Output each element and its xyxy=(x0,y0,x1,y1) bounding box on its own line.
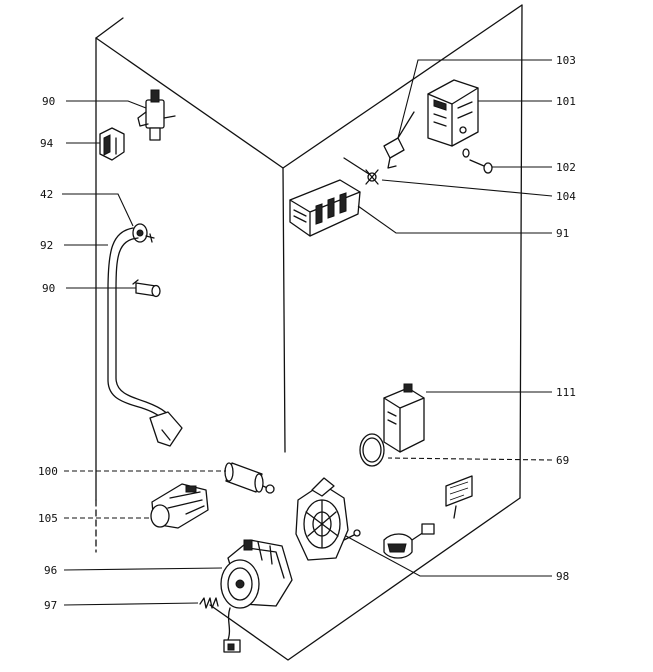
callout-100: 100 xyxy=(38,465,58,478)
callout-42: 42 xyxy=(40,188,53,201)
rating-label xyxy=(445,475,473,519)
callout-92: 92 xyxy=(40,239,53,252)
callout-69: 69 xyxy=(556,454,569,467)
diverter-motor-111 xyxy=(383,383,425,453)
callout-111: 111 xyxy=(556,386,576,399)
cylinder-90 xyxy=(132,279,161,298)
spring-97 xyxy=(199,597,219,609)
leader-104 xyxy=(381,179,553,197)
filter-housing-105 xyxy=(150,483,209,529)
leader-97 xyxy=(63,602,199,606)
callout-90-middle: 90 xyxy=(42,282,55,295)
shaft-104 xyxy=(343,157,379,185)
leader-98 xyxy=(345,535,552,577)
pressure-switch-90 xyxy=(137,89,176,141)
knob-102 xyxy=(462,148,493,174)
seal-ring-69 xyxy=(359,433,385,467)
callout-101: 101 xyxy=(556,95,576,108)
callout-105: 105 xyxy=(38,512,58,525)
callout-91: 91 xyxy=(556,227,569,240)
callout-labels: 90 94 42 92 90 100 105 96 97 103 101 102… xyxy=(38,54,576,612)
timer-101 xyxy=(427,79,479,147)
leader-90a xyxy=(66,100,147,109)
capacitor-100 xyxy=(224,462,275,494)
callout-90-top: 90 xyxy=(42,95,55,108)
leader-96 xyxy=(63,567,223,571)
cabinet-frame xyxy=(95,4,523,661)
callout-97: 97 xyxy=(44,599,57,612)
terminal-block-91 xyxy=(289,179,361,237)
pump-housing-98 xyxy=(295,477,361,561)
motor-assembly-96 xyxy=(220,539,293,653)
hose-92 xyxy=(107,227,183,447)
bracket-94 xyxy=(99,127,125,161)
leader-69 xyxy=(387,457,553,461)
callout-104: 104 xyxy=(556,190,576,203)
leader-91 xyxy=(357,205,552,234)
callout-103: 103 xyxy=(556,54,576,67)
fitting-42 xyxy=(132,223,155,243)
callout-94: 94 xyxy=(40,137,54,150)
callout-96: 96 xyxy=(44,564,57,577)
leader-103 xyxy=(397,59,552,139)
leader-lines xyxy=(62,59,553,606)
leader-42 xyxy=(62,193,134,227)
callout-98: 98 xyxy=(556,570,569,583)
callout-102: 102 xyxy=(556,161,576,174)
sensor-unlabeled xyxy=(383,523,435,559)
switch-103 xyxy=(383,111,415,169)
